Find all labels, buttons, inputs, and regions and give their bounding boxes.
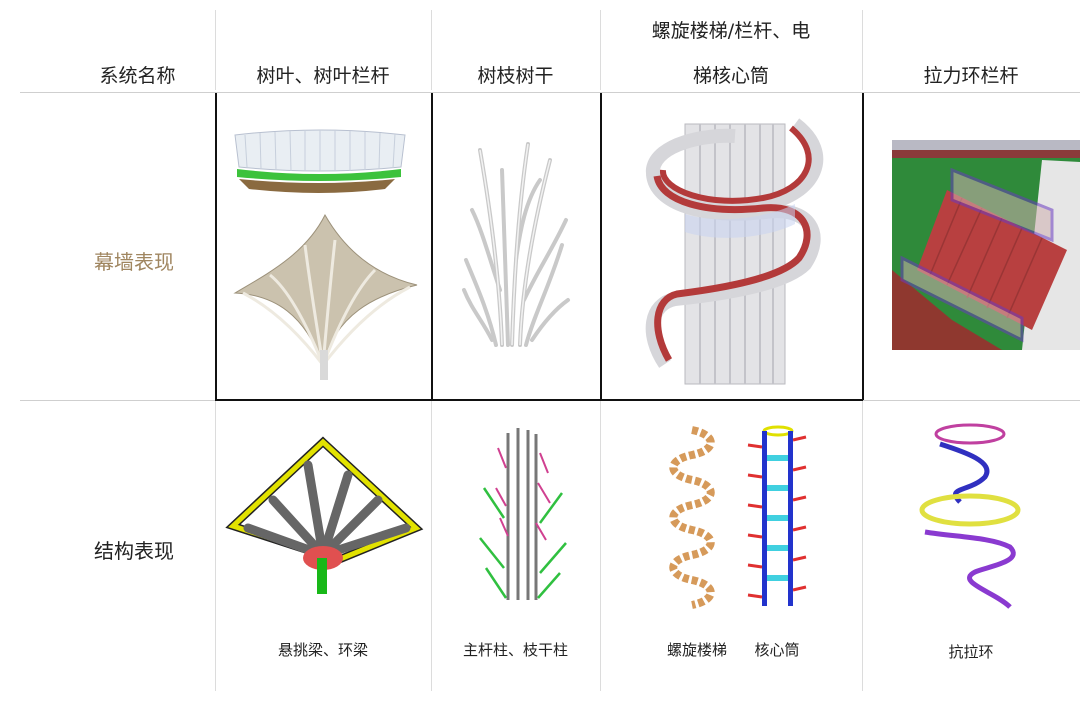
grid-vline-2 — [431, 10, 432, 90]
grid-vline-dark-3 — [600, 93, 602, 400]
row-divider-light-right — [863, 400, 1080, 401]
grid-vline-b2 — [431, 401, 432, 691]
caption-core: 核心筒 — [754, 641, 800, 659]
grid-vline-dark-4 — [862, 93, 864, 400]
header-branch: 树枝树干 — [477, 65, 554, 87]
column-model — [479, 428, 567, 600]
cantilever-frame-model — [225, 436, 424, 594]
row-divider-dark — [215, 399, 863, 401]
caption-ring: 抗拉环 — [948, 643, 994, 661]
caption-branch: 主杆柱、枝干柱 — [462, 641, 568, 659]
header-leaf: 树叶、树叶栏杆 — [256, 65, 390, 87]
grid-vline-b4 — [862, 401, 863, 691]
header-stair-line2: 梯核心筒 — [692, 65, 769, 87]
grid-vline-3 — [600, 10, 601, 90]
ring-railing-render — [892, 140, 1080, 350]
caption-leaf: 悬挑梁、环梁 — [277, 641, 368, 659]
caption-stair: 螺旋楼梯 — [666, 641, 727, 659]
header-rule — [20, 92, 1080, 93]
header-ring: 拉力环栏杆 — [923, 65, 1019, 87]
grid-vline-b1 — [215, 401, 216, 691]
row-label-facade: 幕墙表现 — [94, 250, 174, 274]
header-stair-line1: 螺旋楼梯/栏杆、电 — [651, 20, 811, 42]
grid-vline-1 — [215, 10, 216, 90]
tension-ring-model — [919, 423, 1021, 609]
row-label-structure: 结构表现 — [94, 539, 174, 563]
row-divider-light — [20, 400, 215, 401]
spiral-stair-render — [645, 118, 824, 385]
core-tube-model — [747, 425, 807, 606]
leaf-canopy-render — [233, 129, 418, 380]
grid-vline-b3 — [600, 401, 601, 691]
grid-vline-dark-2 — [431, 93, 433, 400]
stair-spiral-model — [669, 426, 715, 609]
grid-vline-dark-1 — [215, 93, 217, 400]
grid-vline-4 — [862, 10, 863, 90]
branch-trunk-render — [462, 142, 570, 347]
header-system-name: 系统名称 — [99, 65, 176, 87]
